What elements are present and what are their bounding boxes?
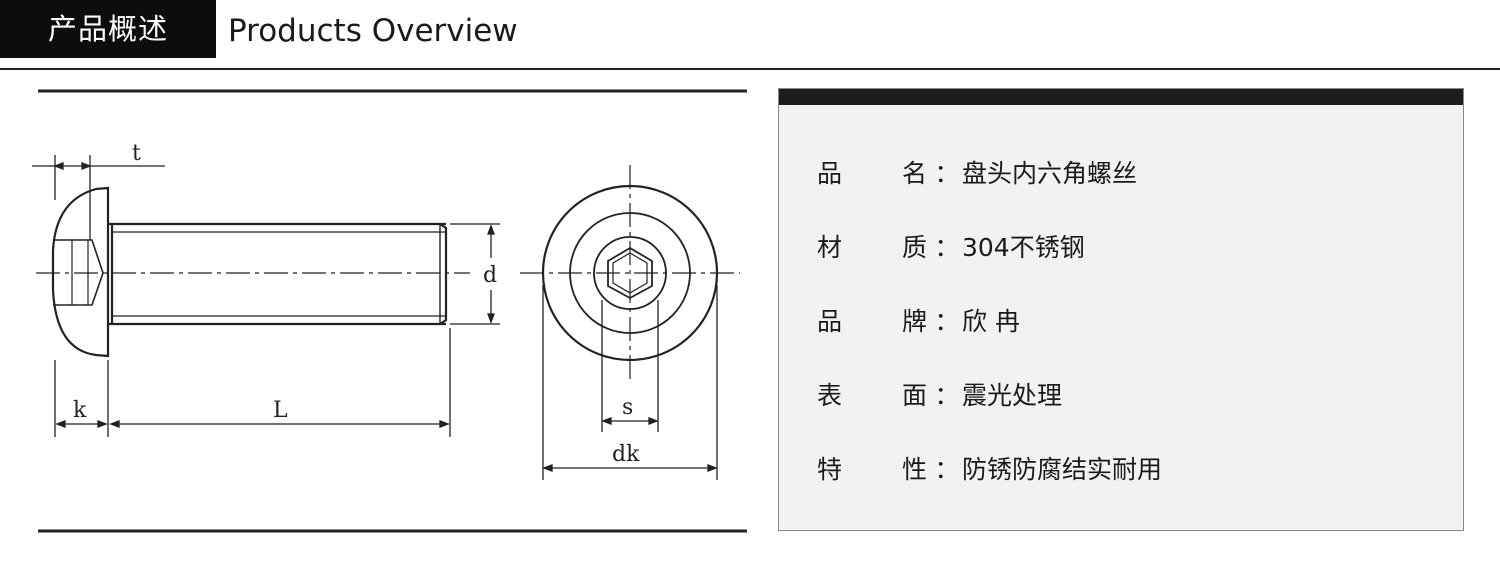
- label-L: L: [273, 398, 288, 423]
- header-title-en: Products Overview: [228, 13, 518, 49]
- screw-technical-drawing: t d k L s dk: [32, 89, 747, 533]
- dim-t: [32, 155, 165, 240]
- spec-separator: ：: [934, 307, 960, 336]
- label-dk: dk: [612, 442, 640, 467]
- spec-key-char2: 牌: [902, 307, 928, 336]
- spec-value: 震光处理: [962, 381, 1063, 410]
- spec-value: 防锈防腐结实耐用: [962, 455, 1163, 484]
- dim-d: [450, 223, 500, 325]
- spec-separator: ：: [934, 455, 960, 484]
- spec-key-char1: 表: [817, 381, 843, 410]
- dim-s: [601, 300, 659, 432]
- spec-key-char1: 品: [817, 159, 843, 188]
- section-header: 产品概述 Products Overview: [0, 0, 1500, 70]
- spec-key-char1: 材: [817, 233, 843, 262]
- label-d: d: [483, 263, 497, 288]
- label-t: t: [132, 141, 141, 166]
- spec-key-char2: 名: [902, 159, 928, 188]
- spec-value: 盘头内六角螺丝: [962, 159, 1138, 188]
- dim-k-L: [54, 328, 451, 437]
- spec-panel: 品 名 ： 盘头内六角螺丝 材 质 ： 304不锈钢 品 牌 ： 欣 冉 表 面…: [778, 88, 1464, 531]
- spec-row-name: 品 名 ： 盘头内六角螺丝: [817, 135, 1443, 209]
- spec-row-feature: 特 性 ： 防锈防腐结实耐用: [817, 431, 1443, 505]
- spec-row-brand: 品 牌 ： 欣 冉: [817, 283, 1443, 357]
- label-s: s: [622, 395, 633, 420]
- spec-key-char2: 质: [902, 233, 928, 262]
- spec-separator: ：: [934, 381, 960, 410]
- spec-separator: ：: [934, 233, 960, 262]
- spec-key-char1: 品: [817, 307, 843, 336]
- header-divider: [0, 68, 1500, 70]
- spec-key-char1: 特: [817, 455, 843, 484]
- dim-dk: [542, 285, 718, 480]
- spec-value: 欣 冉: [962, 307, 1020, 336]
- spec-key-char2: 性: [902, 455, 928, 484]
- spec-row-surface: 表 面 ： 震光处理: [817, 357, 1443, 431]
- spec-list: 品 名 ： 盘头内六角螺丝 材 质 ： 304不锈钢 品 牌 ： 欣 冉 表 面…: [817, 135, 1443, 505]
- spec-separator: ：: [934, 159, 960, 188]
- spec-panel-top-bar: [779, 89, 1463, 105]
- end-centerlines: [520, 165, 740, 380]
- spec-value: 304不锈钢: [962, 233, 1085, 262]
- spec-row-material: 材 质 ： 304不锈钢: [817, 209, 1443, 283]
- label-k: k: [73, 398, 87, 423]
- spec-key-char2: 面: [902, 381, 928, 410]
- screw-side-view: [51, 186, 448, 358]
- header-title-cn: 产品概述: [0, 0, 216, 58]
